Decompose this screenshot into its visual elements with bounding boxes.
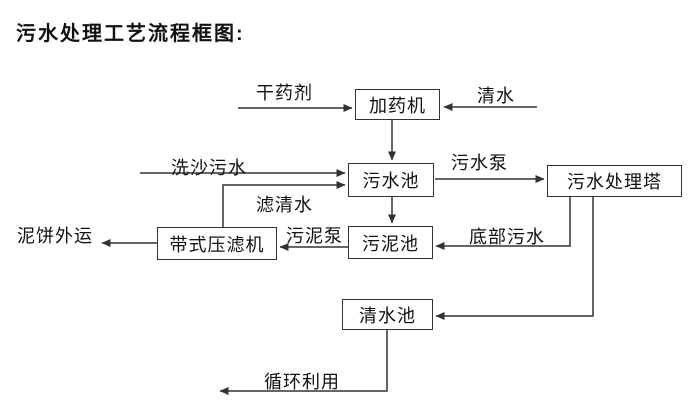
node-clean-water-pool: 清水池 xyxy=(342,299,433,330)
label-sewage-pump: 污水泵 xyxy=(451,153,508,173)
edge-tower-to-clean-water-pool xyxy=(435,197,594,320)
label-bottom-sewage: 底部污水 xyxy=(469,227,545,247)
node-belt-filter-press: 带式压滤机 xyxy=(157,227,277,260)
label-clean-water: 清水 xyxy=(477,86,515,106)
label-filtered-water: 滤清水 xyxy=(256,195,313,215)
node-sludge-pool: 污泥池 xyxy=(348,226,433,259)
edge-tower-bottom-to-sludge-pool xyxy=(435,197,571,250)
node-sewage-pool: 污水池 xyxy=(348,163,434,197)
node-dosing-machine: 加药机 xyxy=(355,89,440,120)
label-sludge-pump: 污泥泵 xyxy=(286,226,343,246)
label-sand-washing-sewage: 洗沙污水 xyxy=(171,158,247,178)
node-treatment-tower: 污水处理塔 xyxy=(547,165,682,197)
label-recycle-reuse: 循环利用 xyxy=(264,372,340,392)
diagram-title: 污水处理工艺流程框图: xyxy=(16,23,245,45)
label-dry-chemical: 干药剂 xyxy=(256,83,313,103)
edge-filtered-water-to-sewage-pool xyxy=(222,181,346,227)
label-mud-cake-out: 泥饼外运 xyxy=(17,226,93,246)
edge-clean-pool-to-recycle xyxy=(219,330,388,395)
